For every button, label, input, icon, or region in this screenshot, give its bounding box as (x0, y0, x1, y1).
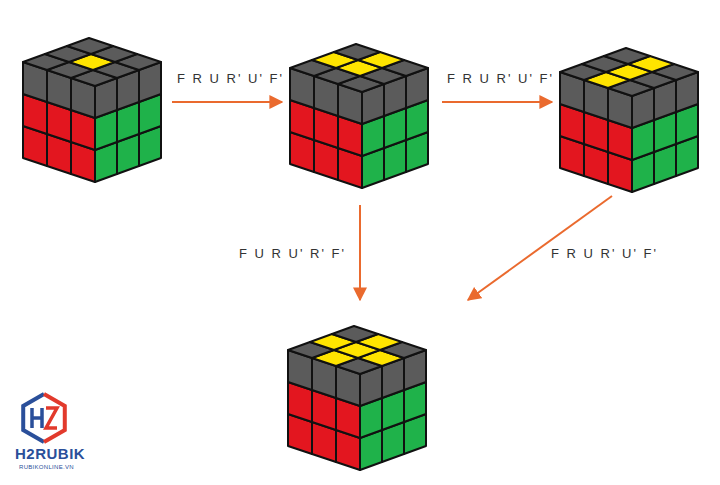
algorithm-label: F R U R' U' F' (174, 70, 287, 88)
logo-url: RUBIKONLINE.VN (16, 463, 77, 472)
arrow (359, 205, 361, 300)
algorithm-label: F U R U' R' F' (236, 245, 349, 263)
arrow (442, 101, 552, 103)
sticker (334, 44, 380, 60)
algorithm-label: F R U R' U' F' (444, 70, 557, 88)
logo-icon (23, 394, 65, 442)
sticker (332, 326, 378, 342)
sticker (67, 38, 113, 54)
rubik-cube (290, 44, 428, 188)
logo-text: H2RUBIK (12, 444, 88, 464)
sticker (604, 48, 650, 64)
rubik-cube (288, 326, 426, 470)
rubik-cube (560, 48, 698, 192)
arrow (172, 101, 282, 103)
algorithm-label: F R U R' U' F' (548, 245, 661, 263)
rubik-cube (23, 38, 161, 182)
